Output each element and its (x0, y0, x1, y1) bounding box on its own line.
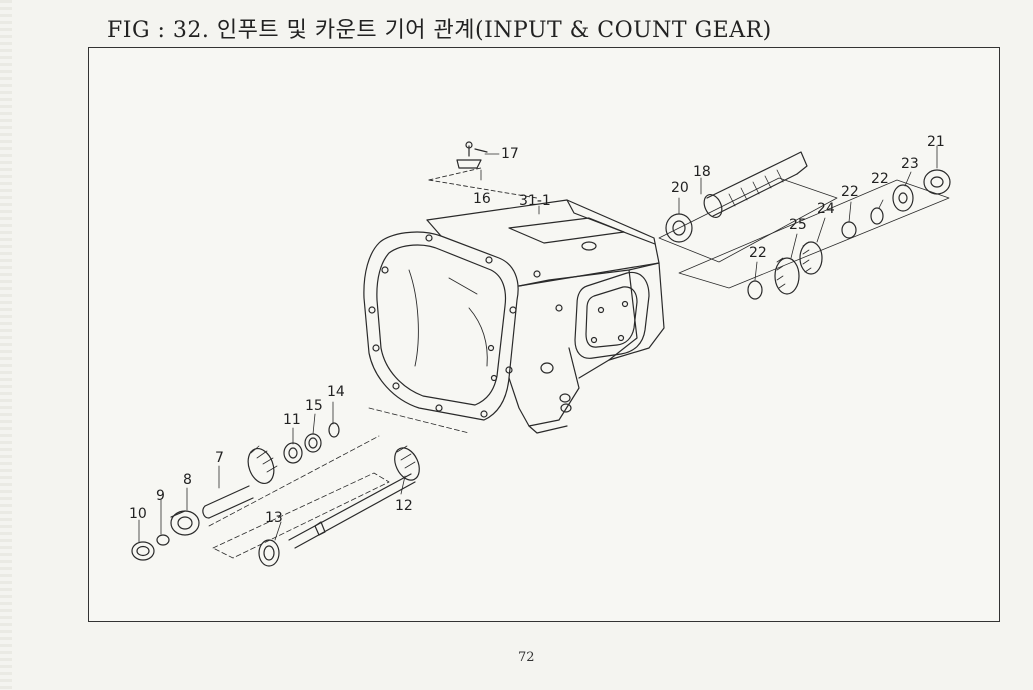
figure-title: FIG : 32. 인푸트 및 카운트 기어 관계(INPUT & COUNT … (107, 18, 772, 43)
callout-18: 18 (693, 164, 711, 180)
callout-22-right: 22 (871, 171, 889, 187)
callout-14: 14 (327, 384, 345, 400)
callout-12: 12 (395, 498, 413, 514)
transmission-case (363, 199, 665, 434)
callout-8: 8 (183, 472, 192, 488)
callout-16: 16 (473, 191, 491, 207)
callout-13: 13 (265, 510, 283, 526)
callout-9: 9 (156, 488, 165, 504)
callout-31-1: 31-1 (519, 193, 551, 209)
callout-7: 7 (215, 450, 224, 466)
callout-21: 21 (927, 134, 945, 150)
callout-22-middle: 22 (841, 184, 859, 200)
exploded-parts-diagram: 17 16 31-1 20 18 21 23 22 22 24 25 22 14… (129, 134, 951, 567)
callout-11: 11 (283, 412, 301, 428)
input-shaft-assembly (131, 407, 470, 567)
countershaft-gear-assembly (658, 151, 951, 300)
leader-lines (138, 145, 938, 543)
page-number: 72 (518, 650, 535, 665)
bracket-and-bolt (428, 141, 538, 199)
callout-22-lower: 22 (749, 245, 767, 261)
diagram-frame: 17 16 31-1 20 18 21 23 22 22 24 25 22 14… (88, 47, 1000, 622)
callouts: 17 16 31-1 20 18 21 23 22 22 24 25 22 14… (129, 134, 945, 526)
callout-20: 20 (671, 180, 689, 196)
scan-binding-edge (0, 0, 12, 690)
callout-17: 17 (501, 146, 519, 162)
callout-25: 25 (789, 217, 807, 233)
callout-15: 15 (305, 398, 323, 414)
callout-24: 24 (817, 201, 835, 217)
callout-10: 10 (129, 506, 147, 522)
callout-23: 23 (901, 156, 919, 172)
